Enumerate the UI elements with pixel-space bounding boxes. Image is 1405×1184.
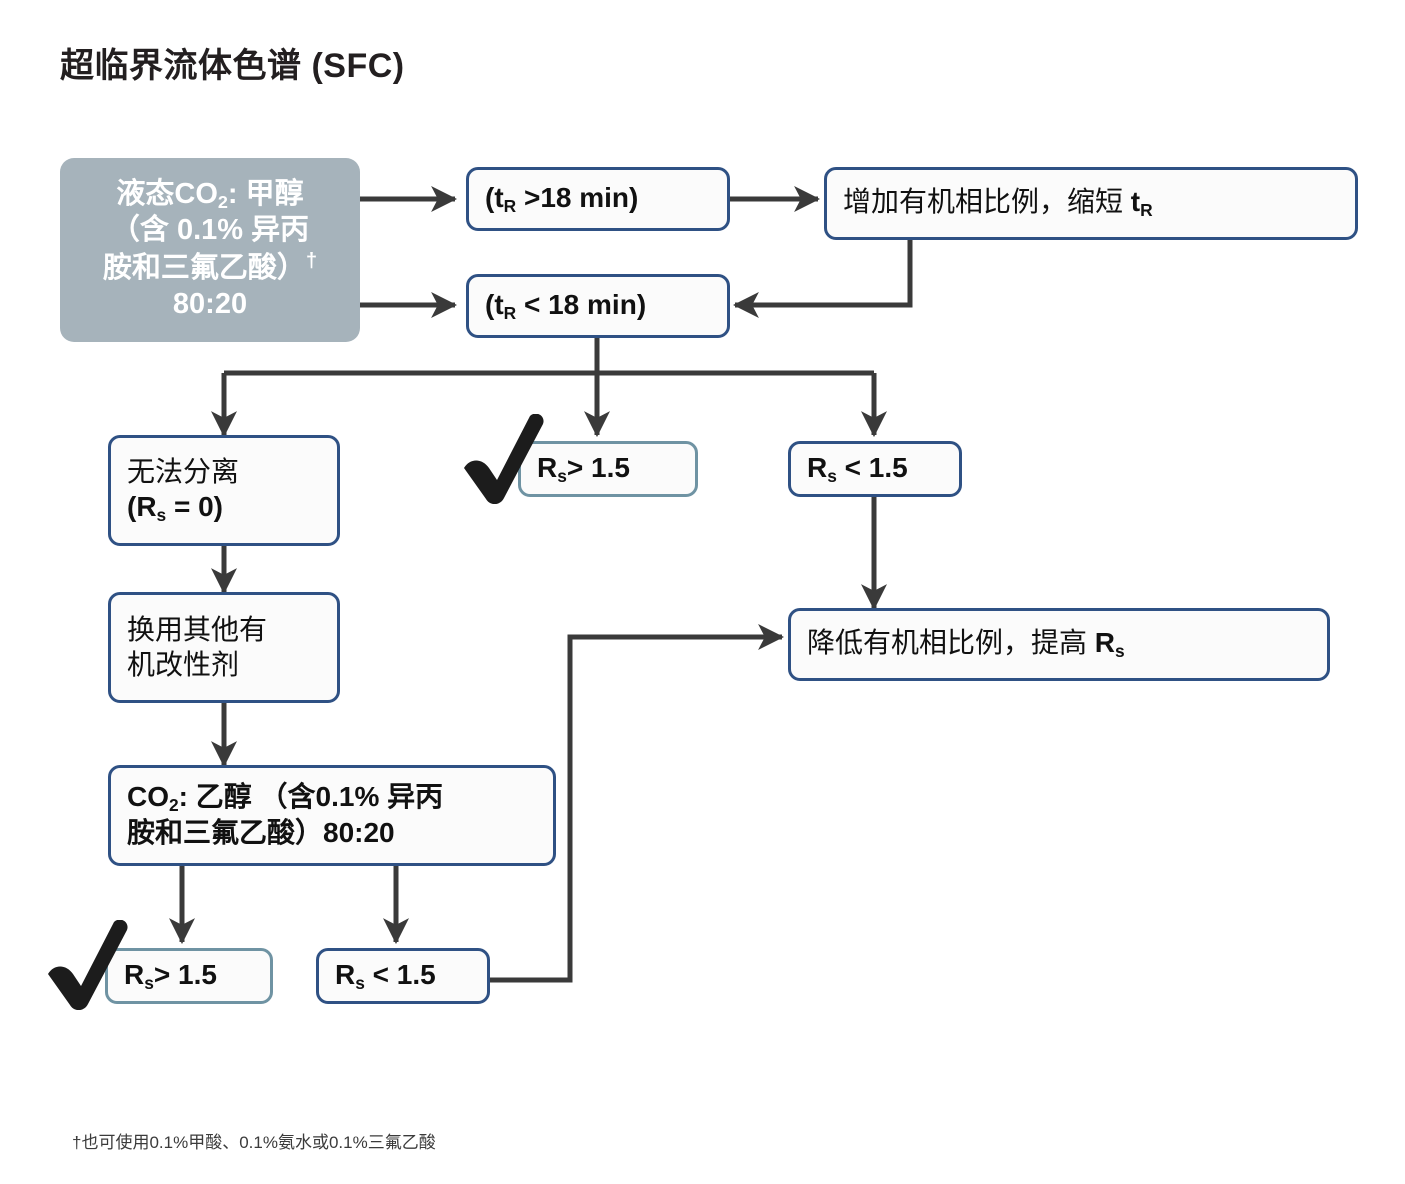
rs-greater-top-text: Rs> 1.5 <box>537 451 630 486</box>
node-switch-modifier[interactable]: 换用其他有机改性剂 <box>108 592 340 703</box>
footnote-text: †也可使用0.1%甲酸、0.1%氨水或0.1%三氟乙酸 <box>72 1133 436 1152</box>
no-separation-text: 无法分离(Rs = 0) <box>127 456 240 525</box>
rs-less-top-text: Rs < 1.5 <box>807 451 908 486</box>
rs-subscript: s <box>355 972 365 993</box>
rs-subscript: s <box>557 465 567 486</box>
increase-organic-text: 增加有机相比例，缩短 tR <box>843 186 1153 221</box>
node-tr-greater-18[interactable]: (tR >18 min) <box>466 167 730 231</box>
dagger-marker: † <box>305 250 318 273</box>
co2-subscript: 2 <box>169 795 179 816</box>
co2-subscript: 2 <box>217 191 228 212</box>
checkmark-icon-bottom <box>40 920 136 1010</box>
rs-subscript: s <box>827 465 837 486</box>
tr-subscript: R <box>503 195 517 216</box>
edge-rslt-bottom-to-decrease <box>487 624 785 983</box>
node-mobile-phase-source[interactable]: 液态CO2: 甲醇（含 0.1% 异丙胺和三氟乙酸）†80:20 <box>60 158 360 342</box>
rs-subscript: s <box>144 972 154 993</box>
co2-ethanol-text: CO2: 乙醇 （含0.1% 异丙胺和三氟乙酸）80:20 <box>127 781 444 849</box>
rs-subscript: s <box>1115 641 1125 662</box>
node-rs-greater-top[interactable]: Rs> 1.5 <box>518 441 698 497</box>
page-title: 超临界流体色谱 (SFC) <box>60 47 405 85</box>
node-increase-organic[interactable]: 增加有机相比例，缩短 tR <box>824 167 1358 240</box>
switch-modifier-text: 换用其他有机改性剂 <box>127 614 268 680</box>
checkmark-icon-top <box>456 414 552 504</box>
node-no-separation[interactable]: 无法分离(Rs = 0) <box>108 435 340 546</box>
node-rs-less-bottom[interactable]: Rs < 1.5 <box>316 948 490 1004</box>
tr-subscript: R <box>1140 200 1153 221</box>
edge-increase-to-trlt <box>732 240 913 318</box>
node-tr-less-18[interactable]: (tR < 18 min) <box>466 274 730 338</box>
tr-subscript: R <box>503 302 517 323</box>
node-rs-less-top[interactable]: Rs < 1.5 <box>788 441 962 497</box>
tr-less-18-text: (tR < 18 min) <box>485 288 647 323</box>
rs-subscript: s <box>156 504 167 525</box>
mobile-phase-source-text: 液态CO2: 甲醇（含 0.1% 异丙胺和三氟乙酸）†80:20 <box>102 177 318 321</box>
tr-greater-18-text: (tR >18 min) <box>485 181 639 216</box>
rs-greater-bottom-text: Rs> 1.5 <box>124 958 217 993</box>
rs-less-bottom-text: Rs < 1.5 <box>335 958 436 993</box>
node-decrease-organic[interactable]: 降低有机相比例，提高 Rs <box>788 608 1330 681</box>
node-co2-ethanol[interactable]: CO2: 乙醇 （含0.1% 异丙胺和三氟乙酸）80:20 <box>108 765 556 866</box>
decrease-organic-text: 降低有机相比例，提高 Rs <box>807 627 1125 662</box>
node-rs-greater-bottom[interactable]: Rs> 1.5 <box>105 948 273 1004</box>
